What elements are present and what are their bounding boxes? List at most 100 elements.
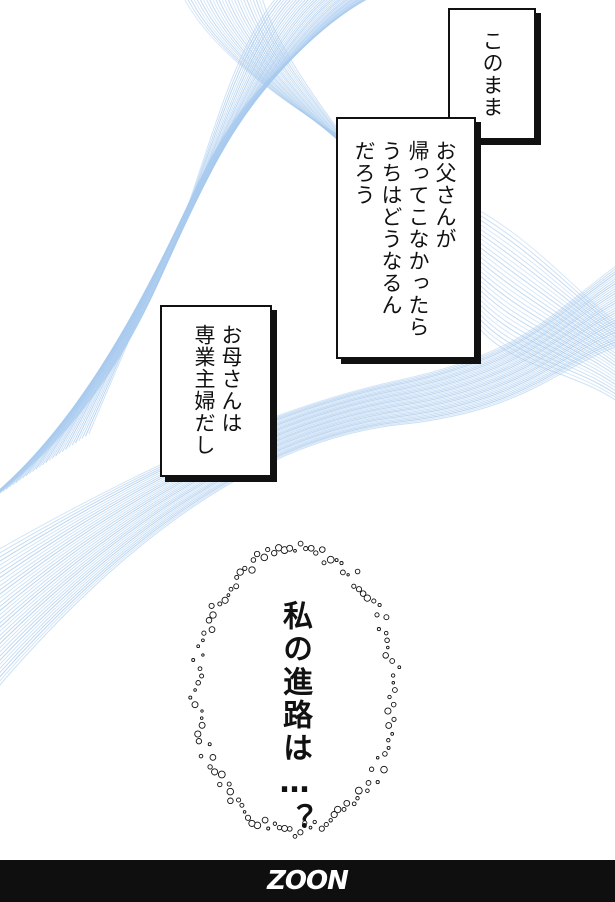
bubble-dot xyxy=(253,550,261,558)
wave-line xyxy=(0,319,615,641)
bubble-dot xyxy=(351,583,357,589)
bubble-dot xyxy=(207,764,213,770)
bubble-dot xyxy=(208,602,215,609)
wave-line xyxy=(0,341,615,678)
bubble-dot xyxy=(201,630,207,636)
bubble-dot xyxy=(359,590,367,597)
wave-line xyxy=(0,283,615,579)
wave-line xyxy=(0,285,615,583)
bubble-dot xyxy=(355,586,363,593)
bubble-dot xyxy=(195,680,201,686)
bubble-dot xyxy=(368,766,375,772)
bubble-dot xyxy=(303,546,309,552)
bubble-dot xyxy=(351,801,357,807)
wave-line xyxy=(0,271,615,558)
bubble-dot xyxy=(205,617,213,624)
footer-bar: ZOON xyxy=(0,860,615,902)
bubble-dot xyxy=(384,707,392,715)
bubble-dot xyxy=(248,819,256,827)
wave-line xyxy=(0,331,615,661)
bubble-dot xyxy=(196,644,201,649)
wave-line xyxy=(0,278,615,570)
wave-line xyxy=(0,305,615,616)
wave-line xyxy=(0,334,615,665)
bubble-dot xyxy=(239,802,245,808)
bubble-dot xyxy=(346,573,350,577)
bubble-dot xyxy=(286,544,294,552)
background-wave-lines xyxy=(0,0,615,686)
bubble-dot xyxy=(382,652,389,659)
bubble-dot xyxy=(217,770,226,779)
bubble-dot xyxy=(326,555,335,564)
bubble-dot xyxy=(228,586,234,592)
wave-line xyxy=(0,327,615,653)
bubble-dot xyxy=(250,557,257,563)
bubble-dot xyxy=(380,765,388,774)
bubble-dot xyxy=(323,821,329,828)
bubble-dot xyxy=(390,673,396,678)
bubble-dot xyxy=(302,820,308,826)
bubble-dot xyxy=(321,560,327,566)
bubble-dot xyxy=(376,627,381,632)
bubble-dot xyxy=(397,665,402,670)
bubble-dot xyxy=(313,550,319,556)
bubble-dot xyxy=(390,732,395,736)
bubble-dot xyxy=(236,797,242,803)
bubble-dot xyxy=(340,569,346,576)
bubble-dot xyxy=(375,755,380,760)
bubble-dot xyxy=(343,799,351,807)
wave-line xyxy=(0,300,615,608)
bubble-dot xyxy=(233,583,240,590)
bubble-dot xyxy=(354,568,361,575)
wave-line xyxy=(0,293,615,595)
bubble-dot xyxy=(375,780,380,785)
wave-line xyxy=(0,344,615,682)
zoon-logo: ZOON xyxy=(267,866,349,896)
bubble-dot xyxy=(383,614,390,621)
bubble-dot xyxy=(384,637,390,644)
bubble-dot xyxy=(242,810,247,814)
bubble-dot xyxy=(341,806,347,812)
bubble-dot xyxy=(271,549,278,557)
thought-bubble xyxy=(188,540,402,839)
bubble-dot xyxy=(226,781,232,787)
bubble-dot xyxy=(354,786,363,795)
thought-text: 私の進路は…？ xyxy=(277,600,312,836)
bubble-dot xyxy=(365,788,370,793)
bubble-dot xyxy=(209,754,217,761)
wave-line xyxy=(0,268,615,554)
bubble-dot xyxy=(193,688,197,692)
bubble-dot xyxy=(209,611,217,619)
bubble-dot xyxy=(386,745,391,750)
bubble-dot xyxy=(248,566,256,574)
bubble-dot xyxy=(272,821,278,826)
wave-line xyxy=(0,324,615,649)
bubble-dot xyxy=(260,553,269,562)
bubble-dot xyxy=(355,796,360,801)
bubble-dot xyxy=(226,593,231,597)
bubble-dot xyxy=(199,673,205,679)
bubble-dot xyxy=(386,645,390,650)
caption-text-1: このまま xyxy=(480,30,504,118)
wave-line xyxy=(0,314,615,632)
bubble-dot xyxy=(201,638,205,643)
wave-line xyxy=(0,273,615,562)
bubble-dot xyxy=(293,548,297,553)
bubble-dot xyxy=(227,797,234,805)
bubble-dot xyxy=(276,824,283,831)
bubble-dot xyxy=(328,818,333,823)
bubble-dot xyxy=(199,716,204,720)
bubble-dot xyxy=(221,596,229,604)
bubble-dot xyxy=(389,658,396,664)
bubble-dot xyxy=(266,826,271,831)
bubble-dot xyxy=(365,780,372,786)
bubble-dot xyxy=(382,751,388,757)
bubble-dot xyxy=(385,722,393,729)
bubble-dot xyxy=(312,819,317,825)
bubble-dot xyxy=(217,601,223,607)
bubble-dot xyxy=(334,805,342,814)
bubble-dot xyxy=(297,540,304,547)
bubble-dot xyxy=(386,738,391,743)
bubble-dot xyxy=(297,829,304,836)
bubble-dot xyxy=(195,738,203,745)
